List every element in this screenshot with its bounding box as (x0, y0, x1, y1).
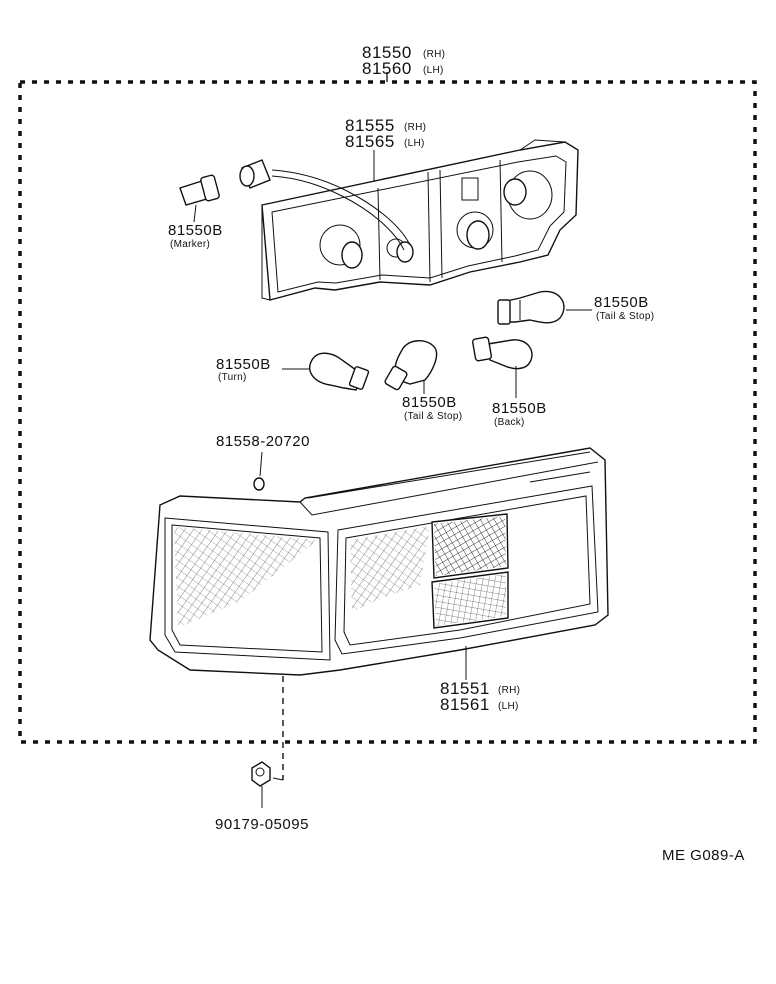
label-tail-stop-bulb-center: 81550B (Tail & Stop) (402, 380, 462, 422)
housing-part-number: 81555 (345, 116, 395, 135)
lens-rh-note: (RH) (498, 685, 520, 696)
label-back-bulb: 81550B (Back) (492, 366, 547, 428)
label-nut: 90179-05095 (215, 786, 309, 833)
lens-lh-note: (LH) (498, 701, 519, 712)
lens-part-number-lh: 81561 (440, 695, 490, 714)
tail-stop-bulb-right-part-number: 81550B (594, 294, 649, 311)
label-housing: 81555 (RH) 81565 (LH) (345, 116, 426, 215)
marker-bulb (179, 174, 220, 206)
assembly-part-number: 81550 (362, 43, 412, 62)
assembly-rh-note: (RH) (423, 49, 445, 60)
lens (149, 447, 609, 676)
nut-part-number: 90179-05095 (215, 816, 309, 833)
turn-bulb-part-number: 81550B (216, 356, 271, 373)
back-bulb (471, 336, 533, 370)
marker-bulb-part-number: 81550B (168, 222, 223, 239)
back-bulb-note: (Back) (494, 417, 525, 428)
tail-stop-bulb-right-note: (Tail & Stop) (596, 311, 654, 322)
lens-part-number: 81551 (440, 679, 490, 698)
turn-bulb (309, 352, 370, 391)
turn-bulb-note: (Turn) (218, 372, 247, 383)
housing-lh-note: (LH) (404, 138, 425, 149)
label-assembly: 81550 (RH) 81560 (LH) (362, 43, 445, 78)
label-gasket: 81558-20720 (216, 433, 310, 477)
housing-rh-note: (RH) (404, 122, 426, 133)
label-turn-bulb: 81550B (Turn) (216, 356, 310, 383)
housing-part-number-lh: 81565 (345, 132, 395, 151)
tail-stop-bulb-center (384, 340, 438, 391)
assembly-frame (18, 72, 757, 744)
drawing-code: ME G089-A (662, 847, 745, 864)
label-lens: 81551 (RH) 81561 (LH) (440, 646, 520, 714)
nut (251, 676, 284, 787)
tail-stop-bulb-center-part-number: 81550B (402, 394, 457, 411)
back-bulb-part-number: 81550B (492, 400, 547, 417)
socket-housing (239, 139, 579, 301)
marker-bulb-note: (Marker) (170, 239, 210, 250)
tail-stop-bulb-right (497, 290, 565, 325)
label-tail-stop-bulb-right: 81550B (Tail & Stop) (566, 294, 654, 322)
assembly-lh-note: (LH) (423, 65, 444, 76)
label-marker-bulb: 81550B (Marker) (168, 204, 223, 250)
gasket (253, 477, 265, 491)
tail-stop-bulb-center-note: (Tail & Stop) (404, 411, 462, 422)
assembly-part-number-lh: 81560 (362, 59, 412, 78)
gasket-part-number: 81558-20720 (216, 433, 310, 450)
